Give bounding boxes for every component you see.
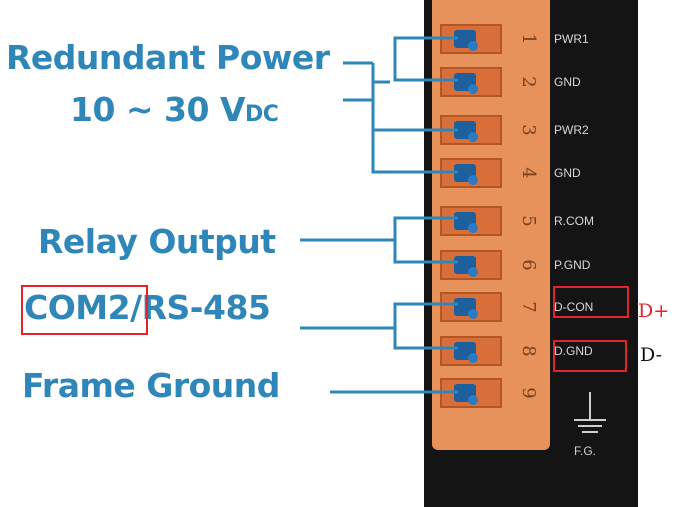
terminal-slot-2 — [440, 67, 502, 97]
wire-power-pair2 — [343, 98, 375, 151]
terminal-slot-6 — [440, 250, 502, 280]
dcon-highlight-box — [553, 286, 629, 318]
ground-symbol-icon — [574, 392, 606, 433]
terminal-slot-7 — [440, 292, 502, 322]
terminal-slot-8 — [440, 336, 502, 366]
screw-icon — [454, 384, 478, 405]
screw-icon — [454, 73, 478, 94]
screw-icon — [454, 256, 478, 277]
dgnd-highlight-box — [553, 340, 627, 372]
terminal-slot-5 — [440, 206, 502, 236]
pin-label: D-CON — [554, 300, 594, 314]
pin-label: GND — [554, 166, 581, 180]
pin-label: GND — [554, 75, 581, 89]
frame-ground-label: Frame Ground — [22, 366, 280, 405]
d-minus-label: D- — [640, 344, 663, 366]
fg-label: F.G. — [574, 444, 597, 458]
wire-redundant-power — [343, 61, 390, 102]
screw-icon — [454, 298, 478, 319]
screw-icon — [454, 30, 478, 51]
bracket-com2 — [393, 302, 458, 350]
com2-rs485-label: COM2/RS-485 — [24, 288, 271, 327]
screw-icon — [454, 342, 478, 363]
terminal-slot-4 — [440, 158, 502, 188]
voltage-range-label: 10 ~ 30 VDC — [70, 90, 279, 129]
screw-icon — [454, 121, 478, 142]
pin-label: P.GND — [554, 258, 591, 272]
voltage-dc-subscript: DC — [245, 102, 279, 127]
screw-icon — [454, 164, 478, 185]
screw-icon — [454, 212, 478, 233]
rs485-text: /RS-485 — [130, 288, 271, 327]
bracket-power-1-2 — [393, 36, 458, 82]
d-plus-label: D+ — [638, 300, 670, 322]
com2-highlight-box — [21, 285, 148, 335]
bracket-relay — [393, 216, 458, 264]
pin-label: PWR1 — [554, 32, 589, 46]
voltage-range-value: 10 ~ 30 V — [70, 90, 246, 129]
bracket-power-3-4 — [371, 128, 458, 174]
pin-label: PWR2 — [554, 123, 589, 137]
pin-label: D.GND — [554, 344, 593, 358]
relay-output-label: Relay Output — [38, 222, 276, 261]
redundant-power-label: Redundant Power — [6, 38, 330, 77]
pin-label: R.COM — [554, 214, 594, 228]
com2-highlight-text: COM2 — [24, 288, 131, 327]
